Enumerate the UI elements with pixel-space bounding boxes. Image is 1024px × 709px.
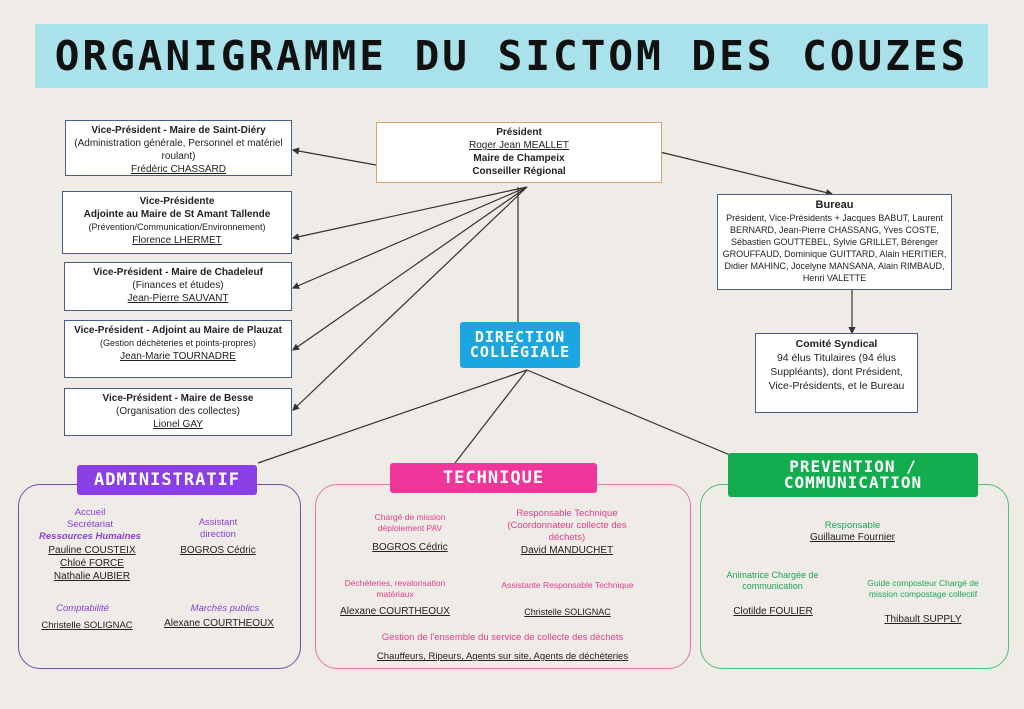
president-line1: Maire de Champeix — [473, 153, 565, 164]
vp-name: Jean-Marie TOURNADRE — [120, 351, 236, 362]
bureau-title: Bureau — [815, 199, 854, 211]
rh-names: Pauline COUSTEIX Chloé FORCE Nathalie AUBI… — [28, 544, 156, 583]
marches-name: Alexane COURTHEOUX — [164, 618, 274, 629]
comite-title: Comité Syndical — [795, 338, 878, 350]
vp-name: Jean-Pierre SAUVANT — [127, 293, 229, 304]
vp-box-2: Vice-Présidente Adjointe au Maire de St … — [62, 191, 292, 254]
vp-role: Vice-Présidente — [139, 196, 215, 207]
guide-name: Thibault SUPPLY — [884, 614, 962, 625]
assist-tech-role: Assistante Responsable Technique — [501, 580, 634, 590]
vp-role: Vice-Président - Maire de Chadeleuf — [93, 267, 263, 278]
prev-resp-name: Guillaume Fournier — [809, 532, 896, 543]
direction-collegiale: DIRECTION COLLÉGIALE — [460, 322, 580, 368]
president-role: Président — [496, 127, 542, 138]
rh-role: Ressources Humaines — [39, 531, 141, 542]
vp-role-2: Adjointe au Maire de St Amant Tallende — [83, 209, 271, 220]
person-name: Nathalie AUBIER — [53, 571, 131, 582]
assistant-role: Assistant direction — [198, 517, 238, 540]
anim-role: Animatrice Chargée de communication — [726, 570, 819, 591]
bureau-box: Bureau Président, Vice-Présidents + Jacq… — [717, 194, 952, 290]
vp-desc: (Finances et études) — [132, 280, 224, 291]
pav-name: BOGROS Cédric — [372, 542, 448, 553]
vp-name: Florence LHERMET — [132, 235, 222, 246]
administratif-header: ADMINISTRATIF — [77, 465, 257, 495]
anim-name: Clotilde FOULIER — [733, 606, 813, 617]
gestion-role: Gestion de l'ensemble du service de coll… — [381, 632, 624, 643]
marches-role: Marchés publics — [190, 603, 260, 614]
pav-role: Chargé de mission déploiement PAV — [374, 512, 446, 533]
page-title: ORGANIGRAMME DU SICTOM DES COUZES — [35, 24, 988, 88]
vp-desc: (Administration générale, Personnel et m… — [74, 138, 283, 162]
vp-name: Frédéric CHASSARD — [130, 164, 227, 175]
gestion-names: Chauffeurs, Ripeurs, Agents sur site, Ag… — [376, 651, 629, 662]
vp-box-1: Vice-Président - Maire de Saint-Diéry (A… — [65, 120, 292, 176]
dech-role: Déchèteries, revalorisation matériaux — [344, 578, 446, 599]
vp-name: Lionel GAY — [153, 419, 203, 430]
assistant-name: BOGROS Cédric — [180, 545, 256, 556]
person-name: Chloé FORCE — [60, 558, 124, 569]
vp-box-3: Vice-Président - Maire de Chadeleuf (Fin… — [64, 262, 292, 311]
vp-desc: (Organisation des collectes) — [116, 406, 240, 417]
accueil-role: Accueil Secrétariat — [67, 507, 113, 530]
vp-box-5: Vice-Président - Maire de Besse (Organis… — [64, 388, 292, 436]
vp-role: Vice-Président - Maire de Saint-Diéry — [91, 125, 266, 136]
vp-desc: (Gestion déchèteries et points-propres) — [99, 338, 257, 348]
assist-tech-name: Christelle SOLIGNAC — [524, 607, 611, 617]
vp-box-4: Vice-Président - Adjoint au Maire de Pla… — [64, 320, 292, 378]
president-box: Président Roger Jean MEALLET Maire de Ch… — [376, 122, 662, 183]
technique-header: TECHNIQUE — [390, 463, 597, 493]
vp-role: Vice-Président - Adjoint au Maire de Pla… — [74, 325, 282, 336]
resp-tech-name: David MANDUCHET — [520, 545, 614, 556]
vp-desc: (Prévention/Communication/Environnement) — [88, 222, 266, 232]
compta-name: Christelle SOLIGNAC — [41, 620, 133, 631]
comite-box: Comité Syndical 94 élus Titulaires (94 é… — [755, 333, 918, 413]
president-name: Roger Jean MEALLET — [468, 140, 570, 151]
compta-role: Comptabilité — [56, 603, 109, 614]
guide-role: Guide composteur Chargé de mission compo… — [867, 578, 979, 599]
comite-text: 94 élus Titulaires (94 élus Suppléants),… — [768, 352, 905, 392]
person-name: Pauline COUSTEIX — [48, 545, 136, 556]
vp-role: Vice-Président - Maire de Besse — [102, 393, 254, 404]
dech-name: Alexane COURTHEOUX — [340, 606, 450, 617]
resp-tech-role: Responsable Technique (Coordonnateur col… — [507, 508, 627, 543]
prev-resp-role: Responsable — [824, 520, 881, 531]
prevention-header: PREVENTION / COMMUNICATION — [728, 453, 978, 497]
president-line2: Conseiller Régional — [472, 166, 566, 177]
bureau-members: Président, Vice-Présidents + Jacques BAB… — [722, 213, 947, 283]
